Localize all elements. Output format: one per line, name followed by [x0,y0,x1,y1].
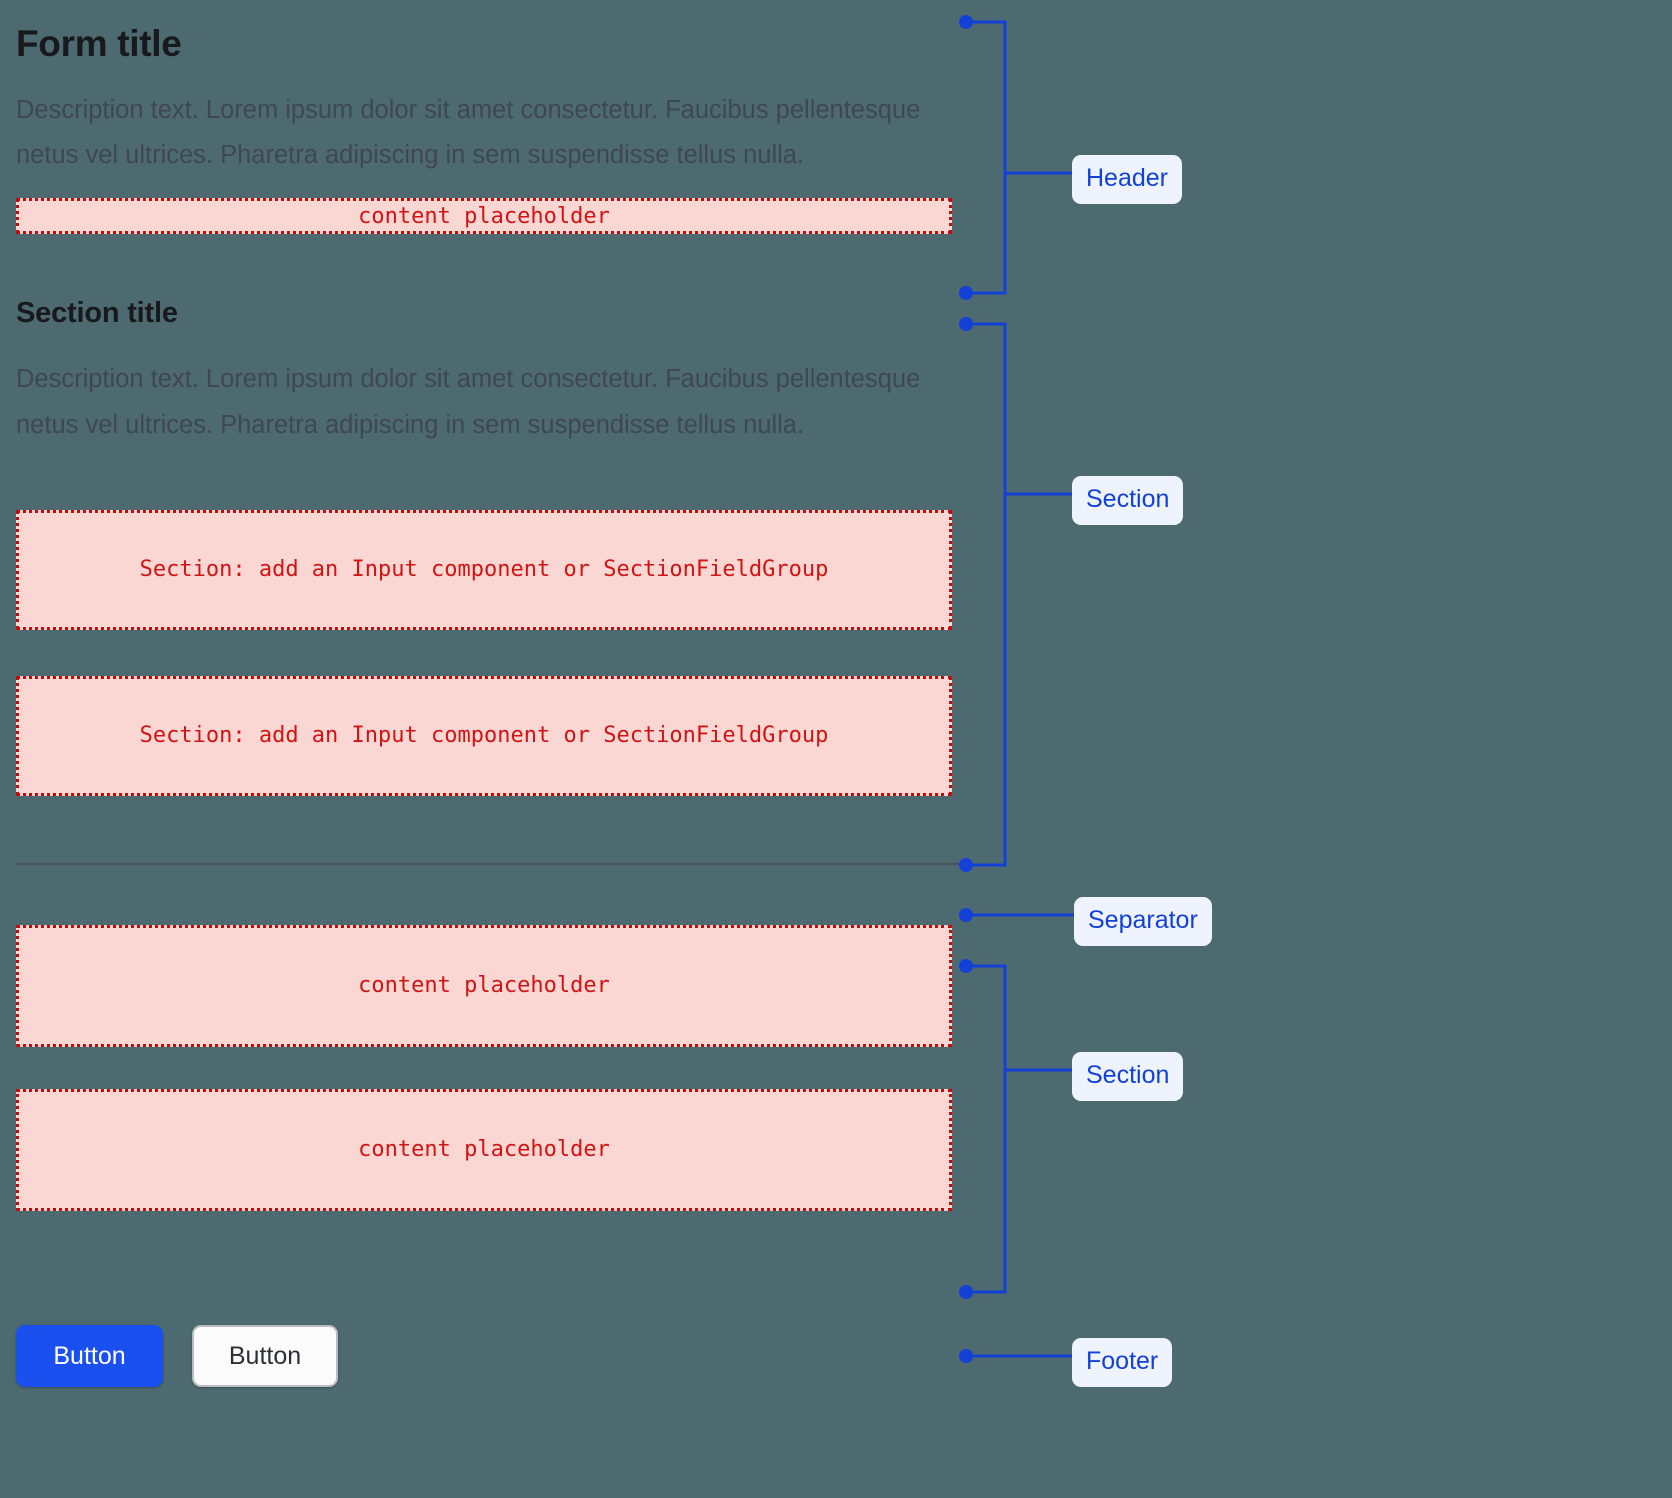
form-description: Description text. Lorem ipsum dolor sit … [16,95,921,170]
form-section-two: content placeholder content placeholder [16,924,952,1211]
anchor-dot-footer [959,1349,973,1363]
page-title: Form title [16,23,182,64]
section-two-bracket [966,964,1007,1294]
section-field-placeholder-1: Section: add an Input component or Secti… [16,509,952,630]
section-two-content-placeholder-1: content placeholder [16,924,952,1047]
section-title: Section title [16,297,178,330]
form-footer: Button Button [16,1325,338,1387]
anchor-dot-header-top [959,15,973,29]
form-header: Form title Description text. Lorem ipsum… [16,22,952,235]
anchor-dot-section-two-top [959,959,973,973]
anchor-dot-section-one-bottom [959,858,973,872]
header-bracket [966,20,1007,295]
header-content-placeholder: content placeholder [16,198,952,235]
anchor-dot-section-two-bottom [959,1285,973,1299]
annotation-label-footer[interactable]: Footer [1072,1338,1173,1387]
form-column: Form title Description text. Lorem ipsum… [16,0,966,1211]
annotation-label-header[interactable]: Header [1072,155,1182,204]
section-two-content-placeholder-2: content placeholder [16,1088,952,1211]
annotation-label-section-two[interactable]: Section [1072,1052,1184,1101]
section-one-bracket [966,322,1007,867]
separator [16,862,966,865]
anchor-dot-separator [959,908,973,922]
primary-button[interactable]: Button [16,1325,163,1387]
annotation-label-separator[interactable]: Separator [1074,897,1212,946]
anchor-dot-section-one-top [959,317,973,331]
section-field-placeholder-2: Section: add an Input component or Secti… [16,675,952,796]
secondary-button[interactable]: Button [192,1325,338,1387]
annotation-anchor-dots [959,15,973,1363]
section-description: Description text. Lorem ipsum dolor sit … [16,365,921,439]
annotation-label-section-one[interactable]: Section [1072,476,1184,525]
form-section-one: Section title Description text. Lorem ip… [16,296,952,796]
anchor-dot-header-bottom [959,286,973,300]
